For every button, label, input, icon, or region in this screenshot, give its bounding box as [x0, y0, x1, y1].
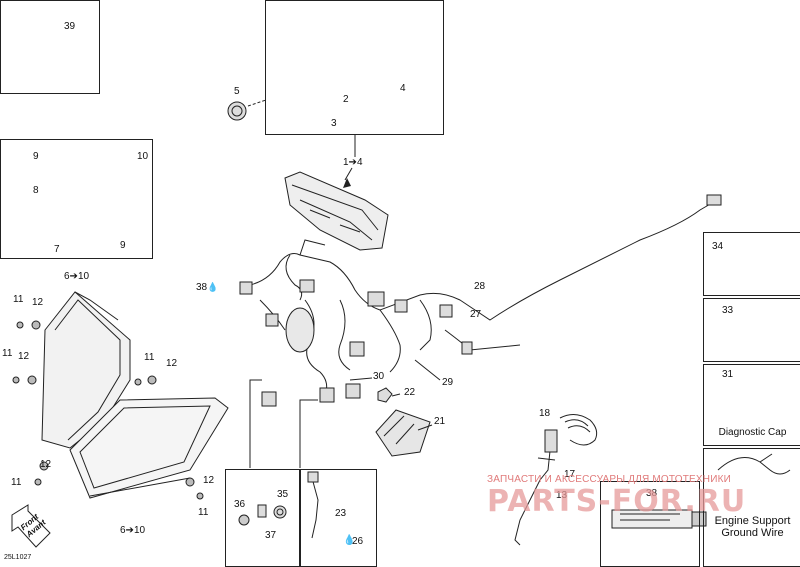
- box-fasteners-35-37: [225, 469, 301, 567]
- callout-11-a: 11: [13, 294, 24, 305]
- drop-icon: 💧: [207, 282, 219, 292]
- box-diagnostic-cap: Diagnostic Cap: [703, 364, 800, 446]
- callout-12-e: 12: [203, 475, 215, 486]
- box-clip-34: [703, 232, 800, 296]
- box-engine-support: Engine Support Ground Wire: [703, 448, 800, 567]
- watermark-tagline: ЗАПЧАСТИ И АКСЕССУАРЫ ДЛЯ МОТОТЕХНИКИ: [487, 474, 732, 485]
- callout-8: 8: [33, 185, 39, 196]
- front-arrow-icon: [11, 504, 51, 548]
- callout-11-b: 11: [2, 348, 13, 359]
- callout-6-to-10-top: 6➔10: [64, 271, 90, 282]
- callout-7: 7: [54, 244, 60, 255]
- callout-27: 27: [470, 309, 482, 320]
- callout-31: 31: [722, 369, 734, 380]
- box-instrument-cluster-parts: [265, 0, 444, 135]
- callout-12-c: 12: [166, 358, 178, 369]
- callout-11-e: 11: [198, 507, 209, 518]
- callout-6-to-10-bottom: 6➔10: [120, 525, 146, 536]
- callout-9-lower: 9: [120, 240, 126, 251]
- callout-34: 34: [712, 241, 724, 252]
- callout-17: 17: [564, 469, 576, 480]
- diagnostic-cap-caption: Diagnostic Cap: [718, 427, 787, 438]
- callout-38-top: 38: [196, 282, 208, 293]
- watermark-logo: PARTS-FOR.RU: [487, 484, 747, 519]
- callout-12-a: 12: [32, 297, 44, 308]
- callout-39: 39: [64, 21, 76, 32]
- callout-38-box: 38: [646, 488, 658, 499]
- callout-36: 36: [234, 499, 246, 510]
- callout-10: 10: [137, 151, 149, 162]
- box-strap: [0, 0, 100, 94]
- drop-icon-26: 💧: [343, 535, 356, 546]
- callout-29: 29: [442, 377, 454, 388]
- callout-28: 28: [474, 281, 486, 292]
- callout-18: 18: [539, 408, 551, 419]
- box-headlamp-bulb: [0, 139, 153, 259]
- callout-5: 5: [234, 86, 240, 97]
- callout-9-upper: 9: [33, 151, 39, 162]
- callout-1-to-4: 1➔4: [343, 157, 363, 168]
- reference-code: 25L1027: [4, 554, 32, 561]
- callout-37: 37: [265, 530, 277, 541]
- callout-30: 30: [373, 371, 385, 382]
- callout-13: 13: [556, 490, 568, 501]
- callout-35: 35: [277, 489, 289, 500]
- callout-4: 4: [400, 83, 406, 94]
- callout-3: 3: [331, 118, 337, 129]
- callout-22: 22: [404, 387, 416, 398]
- callout-33: 33: [722, 305, 734, 316]
- box-rivet-33: [703, 298, 800, 362]
- arrow-head: [343, 178, 351, 188]
- callout-11-d: 11: [11, 477, 22, 488]
- callout-12-b: 12: [18, 351, 30, 362]
- callout-26: 26: [352, 536, 364, 547]
- engine-support-caption-1: Engine Support: [714, 515, 791, 527]
- callout-11-c: 11: [144, 352, 155, 363]
- callout-21: 21: [434, 416, 446, 427]
- callout-12-d: 12: [40, 459, 52, 470]
- callout-2: 2: [343, 94, 349, 105]
- engine-support-caption-2: Ground Wire: [721, 527, 784, 539]
- callout-23: 23: [335, 508, 347, 519]
